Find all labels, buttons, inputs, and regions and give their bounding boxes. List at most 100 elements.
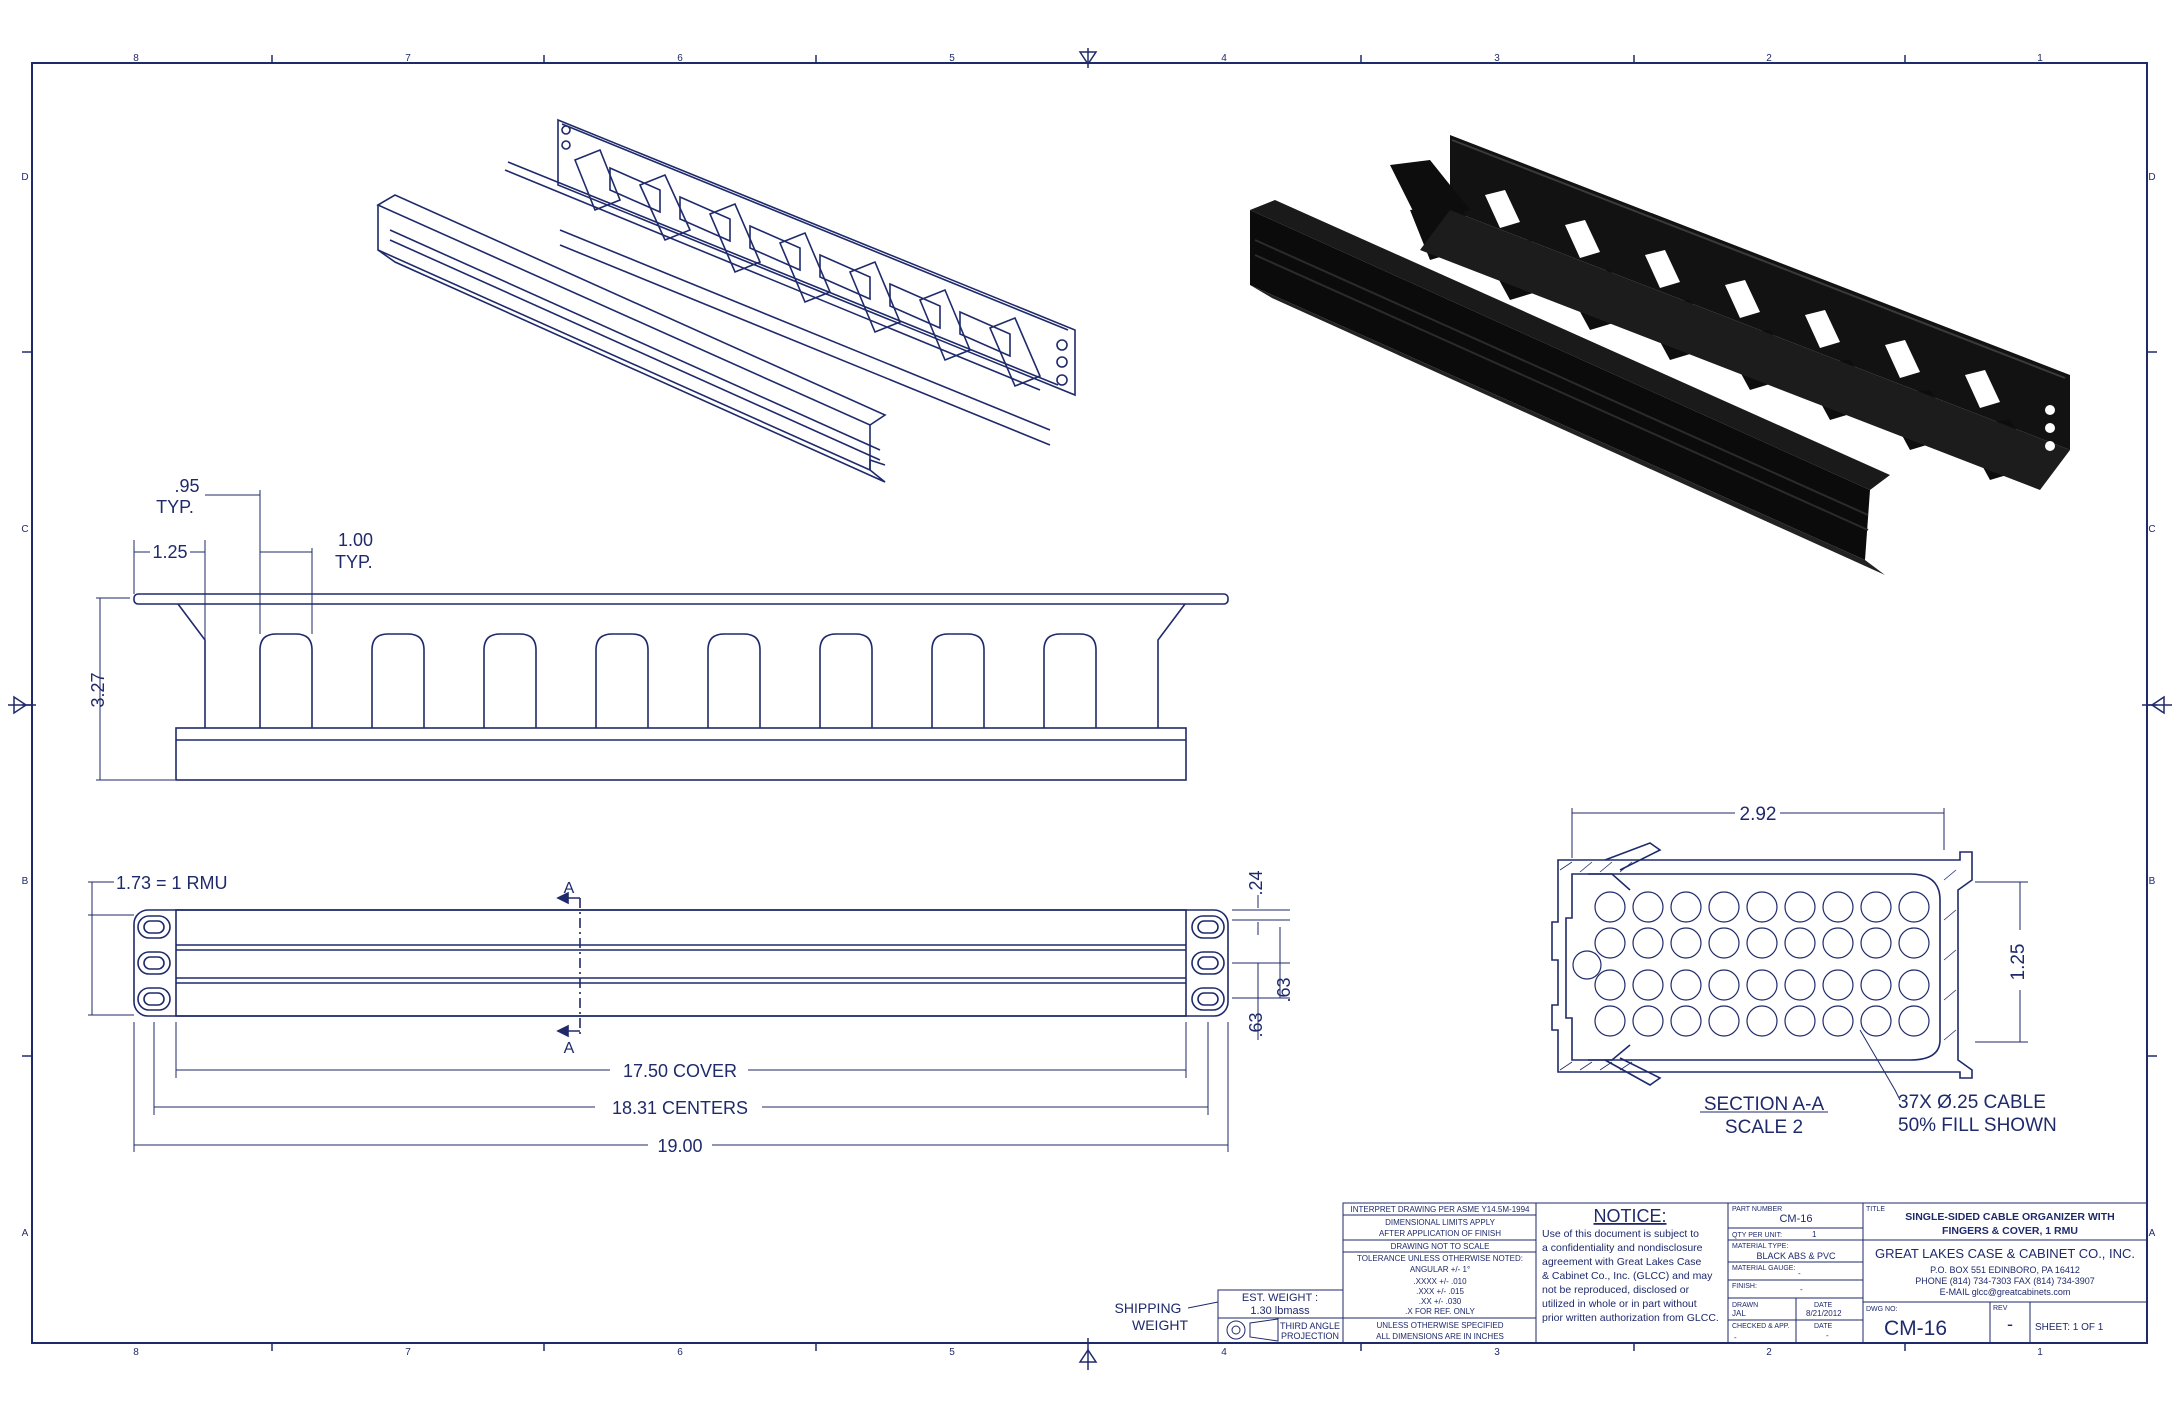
row-label: B: [22, 876, 29, 887]
spec-line: ANGULAR +/- 1°: [1410, 1265, 1470, 1274]
title-label: TITLE: [1866, 1206, 1885, 1213]
spec-line: TOLERANCE UNLESS OTHERWISE NOTED:: [1357, 1254, 1523, 1263]
cable-note-1: 37X Ø.25 CABLE: [1898, 1092, 2046, 1113]
isometric-wireframe-view: [376, 118, 1076, 483]
material-type: BLACK ABS & PVC: [1756, 1251, 1836, 1261]
dim-095: .95: [174, 476, 199, 496]
section-label-bottom: A: [564, 1040, 575, 1057]
front-view: [133, 593, 1229, 781]
rev-label: REV: [1993, 1305, 2008, 1312]
dim-063-upper: .63: [1274, 977, 1294, 1002]
dwg-no-label: DWG NO:: [1866, 1306, 1898, 1313]
dim-rmu: 1.73 = 1 RMU: [116, 873, 228, 893]
notice-line: Use of this document is subject to: [1542, 1228, 1699, 1240]
spec-line: DIMENSIONAL LIMITS APPLY: [1385, 1218, 1495, 1227]
qty-label: QTY PER UNIT:: [1732, 1232, 1782, 1239]
drawing-title-1: SINGLE-SIDED CABLE ORGANIZER WITH: [1905, 1211, 2114, 1223]
projection-label-2: PROJECTION: [1281, 1331, 1339, 1341]
spec-line: UNLESS OTHERWISE SPECIFIED: [1377, 1321, 1504, 1330]
section-dimensions: [1571, 808, 2028, 1113]
notice-line: utilized in whole or in part without: [1542, 1298, 1697, 1310]
third-angle-projection-icon: [1226, 1318, 1279, 1342]
part-info-block: PART NUMBER CM-16 QTY PER UNIT: 1 MATERI…: [1732, 1206, 1842, 1342]
section-a-a-view: [1551, 842, 1973, 1086]
company-name: GREAT LAKES CASE & CABINET CO., INC.: [1875, 1246, 2135, 1261]
dim-024: .24: [1246, 870, 1266, 895]
dim-063-lower: .63: [1246, 1012, 1266, 1037]
checked-label: CHECKED & APP.: [1732, 1323, 1790, 1330]
spec-line: .XXXX +/- .010: [1413, 1277, 1467, 1286]
est-weight-value: 1.30 lbmass: [1250, 1305, 1310, 1317]
material-gauge-label: MATERIAL GAUGE:: [1732, 1265, 1795, 1272]
part-number-label: PART NUMBER: [1732, 1206, 1782, 1213]
dim-cover: 17.50 COVER: [623, 1061, 737, 1081]
notice-line: prior written authorization from GLCC.: [1542, 1312, 1719, 1324]
cable-circles: [1572, 891, 1930, 1037]
checked-date-value: -: [1826, 1331, 1829, 1340]
col-label: 8: [133, 1347, 139, 1358]
spec-line: INTERPRET DRAWING PER ASME Y14.5M-1994: [1350, 1205, 1530, 1214]
checked-date-label: DATE: [1814, 1323, 1832, 1330]
date-label: DATE: [1814, 1302, 1832, 1309]
date-value: 8/21/2012: [1806, 1309, 1842, 1318]
weight-block: SHIPPING WEIGHT EST. WEIGHT : 1.30 lbmas…: [1115, 1289, 1344, 1344]
spec-line: .XXX +/- .015: [1416, 1287, 1464, 1296]
col-label: 6: [677, 1347, 683, 1358]
row-label: D: [2148, 172, 2155, 183]
dim-overall: 19.00: [657, 1136, 702, 1156]
spec-line: .XX +/- .030: [1419, 1297, 1462, 1306]
company-address: P.O. BOX 551 EDINBORO, PA 16412: [1930, 1265, 2080, 1275]
checked-value: -: [1734, 1333, 1737, 1342]
drawn-label: DRAWN: [1732, 1302, 1758, 1309]
dim-100: 1.00: [338, 530, 373, 550]
row-label: C: [21, 524, 28, 535]
section-scale: SCALE 2: [1725, 1117, 1803, 1138]
spec-line: AFTER APPLICATION OF FINISH: [1379, 1229, 1501, 1238]
section-title: SECTION A-A: [1704, 1094, 1825, 1115]
notice-line: a confidentiality and nondisclosure: [1542, 1242, 1703, 1254]
est-weight-title: EST. WEIGHT :: [1242, 1292, 1318, 1304]
dim-095-typ: TYP.: [156, 497, 194, 517]
drawing-border: 8 7 6 5 4 3 2 1 8 7 6 5 4 3 2 1 D C B A …: [8, 48, 2172, 1370]
section-dim-height: 1.25: [2008, 944, 2029, 981]
notice-line: agreement with Great Lakes Case: [1542, 1256, 1701, 1268]
col-label: 6: [677, 53, 683, 64]
projection-label-1: THIRD ANGLE: [1280, 1321, 1340, 1331]
col-label: 7: [405, 53, 411, 64]
company-email: E-MAIL glcc@greatcabinets.com: [1940, 1287, 2071, 1297]
col-label: 3: [1494, 53, 1500, 64]
dwg-no: CM-16: [1884, 1317, 1947, 1340]
notice-block: NOTICE: Use of this document is subject …: [1542, 1206, 1719, 1324]
row-label: A: [2149, 1228, 2156, 1239]
row-label: A: [22, 1228, 29, 1239]
material-gauge: -: [1798, 1269, 1801, 1278]
row-label: B: [2149, 876, 2156, 887]
col-label: 4: [1221, 1347, 1227, 1358]
part-number: CM-16: [1779, 1213, 1812, 1225]
dim-centers: 18.31 CENTERS: [612, 1098, 748, 1118]
dim-100-typ: TYP.: [335, 552, 373, 572]
front-view-dimensions: [96, 490, 313, 781]
shipping-label-1: SHIPPING: [1115, 1300, 1182, 1316]
spec-line: .X FOR REF. ONLY: [1405, 1307, 1475, 1316]
col-label: 2: [1766, 1347, 1772, 1358]
row-label: D: [21, 172, 28, 183]
drawing-title-2: FINGERS & COVER, 1 RMU: [1942, 1225, 2078, 1237]
qty-value: 1: [1812, 1230, 1817, 1239]
sheet-info: SHEET: 1 OF 1: [2035, 1322, 2104, 1333]
row-label: C: [2148, 524, 2155, 535]
shipping-label-2: WEIGHT: [1132, 1317, 1188, 1333]
finish-value: -: [1800, 1285, 1803, 1294]
spec-block: INTERPRET DRAWING PER ASME Y14.5M-1994 D…: [1350, 1205, 1530, 1341]
dim-327: 3.27: [88, 672, 108, 707]
col-label: 5: [949, 53, 955, 64]
section-label-top: A: [564, 880, 575, 897]
title-info-block: TITLE SINGLE-SIDED CABLE ORGANIZER WITH …: [1866, 1206, 2135, 1340]
col-label: 8: [133, 53, 139, 64]
col-label: 1: [2037, 1347, 2043, 1358]
company-phone: PHONE (814) 734-7303 FAX (814) 734-3907: [1915, 1276, 2095, 1286]
notice-line: & Cabinet Co., Inc. (GLCC) and may: [1542, 1270, 1713, 1282]
col-label: 3: [1494, 1347, 1500, 1358]
isometric-shaded-view: [1250, 135, 2070, 575]
